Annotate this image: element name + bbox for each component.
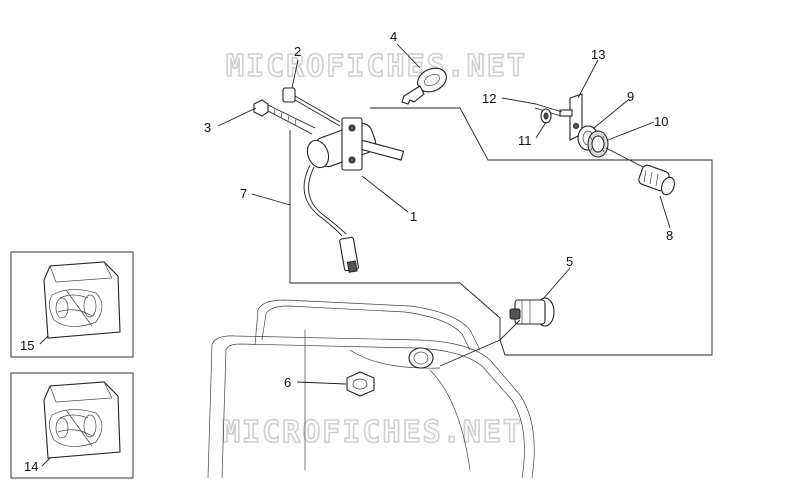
- lock-barrel-part-8: [638, 164, 675, 196]
- seal-part-10: [587, 130, 609, 158]
- body-panel: [207, 299, 535, 479]
- callout-11: 11: [518, 133, 532, 148]
- callout-6: 6: [284, 375, 291, 390]
- callout-8: 8: [666, 228, 673, 243]
- watermark-bottom: MICROFICHES.NET: [222, 415, 523, 450]
- kit-box-15: [10, 251, 134, 358]
- callout-3: 3: [204, 120, 211, 135]
- callout-10: 10: [654, 114, 668, 129]
- link-5-to-panel: [499, 319, 521, 341]
- callout-9: 9: [627, 89, 634, 104]
- key-part-4: [401, 67, 447, 105]
- assembly-outline: [289, 107, 713, 356]
- lock-hole: [408, 347, 434, 369]
- lock-cylinder-part-5: [509, 297, 555, 327]
- kit-box-14: [10, 372, 134, 479]
- callout-7: 7: [240, 186, 247, 201]
- nut-part-6: [346, 371, 375, 397]
- callout-12: 12: [482, 91, 496, 106]
- kit-box-15-frame: [10, 251, 134, 358]
- callout-13: 13: [591, 47, 605, 62]
- callout-4: 4: [390, 29, 397, 44]
- link-10-to-8: [605, 147, 646, 169]
- ignition-switch-part-1: [303, 117, 405, 273]
- kit-box-14-frame: [10, 372, 134, 479]
- callout-1: 1: [410, 209, 417, 224]
- watermark-top: MICROFICHES.NET: [226, 49, 527, 84]
- washer-part-11: [540, 108, 552, 124]
- callout-2: 2: [294, 44, 301, 59]
- screw-part-2: [282, 87, 341, 127]
- bracket-part-13: [559, 93, 583, 141]
- callout-15: 15: [20, 338, 34, 353]
- callout-5: 5: [566, 254, 573, 269]
- bolt-part-3: [253, 99, 316, 135]
- callout-14: 14: [24, 459, 38, 474]
